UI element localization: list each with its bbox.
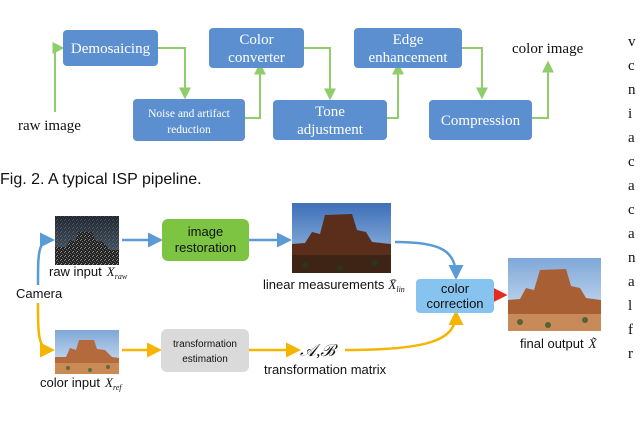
tone-adjustment-box bbox=[273, 100, 387, 140]
raw-input-image bbox=[55, 216, 119, 265]
arrow-linear-to-correction bbox=[394, 240, 464, 280]
arrow-noise-to-color bbox=[245, 62, 266, 119]
right-column-letter: r bbox=[628, 346, 633, 362]
edge-enhancement-box bbox=[354, 28, 462, 68]
right-column-letter: n bbox=[628, 250, 636, 266]
arrow-raw-to-demosaicing bbox=[52, 42, 65, 112]
image-restoration-label-2: restoration bbox=[175, 240, 236, 255]
arrow-camera-to-raw bbox=[36, 232, 55, 286]
arrow-camera-to-color bbox=[36, 302, 55, 358]
right-column-letter: f bbox=[628, 322, 633, 338]
noise-reduction-box bbox=[133, 99, 245, 141]
color-image-label: color image bbox=[512, 41, 584, 57]
color-converter-label-2: converter bbox=[228, 50, 285, 66]
compression-box bbox=[429, 100, 532, 140]
demosaicing-label: Demosaicing bbox=[71, 41, 151, 57]
arrow-demosaicing-to-noise bbox=[158, 47, 191, 100]
image-restoration-box bbox=[162, 219, 249, 261]
transformation-matrix-label: transformation matrix bbox=[264, 362, 387, 377]
final-output-image bbox=[508, 258, 601, 331]
compression-label: Compression bbox=[441, 113, 521, 129]
edge-enhancement-label-1: Edge bbox=[393, 32, 424, 48]
noise-reduction-label-1: Noise and artifact bbox=[148, 108, 231, 120]
arrow-color-to-tone bbox=[304, 47, 336, 101]
color-correction-box bbox=[416, 279, 494, 313]
edge-enhancement-label-2: enhancement bbox=[368, 50, 448, 66]
isp-pipeline: Demosaicing Color converter Edge enhance… bbox=[18, 28, 584, 141]
transformation-matrix-symbol: 𝒜,ℬ bbox=[300, 341, 338, 360]
demosaicing-box bbox=[63, 30, 158, 66]
camera-label: Camera bbox=[16, 286, 63, 301]
image-restoration-label-1: image bbox=[188, 224, 223, 239]
arrow-tone-to-edge bbox=[387, 62, 404, 119]
color-converter-label-1: Color bbox=[239, 32, 273, 48]
right-column-letter: c bbox=[628, 202, 635, 218]
right-column-letter: a bbox=[628, 178, 635, 194]
transformation-estimation-label-2: estimation bbox=[182, 354, 228, 365]
color-converter-box bbox=[209, 28, 304, 68]
transformation-estimation-label-1: transformation bbox=[173, 339, 237, 350]
noise-reduction-label-2: reduction bbox=[167, 124, 211, 136]
right-column-letter: c bbox=[628, 154, 635, 170]
right-column-letter: c bbox=[628, 58, 635, 74]
linear-measurements-image bbox=[292, 203, 391, 273]
figure-caption: Fig. 2. A typical ISP pipeline. bbox=[0, 171, 202, 188]
right-column-letter: a bbox=[628, 274, 635, 290]
arrow-compression-to-output bbox=[532, 60, 554, 119]
color-correction-label-1: color bbox=[441, 281, 470, 296]
arrow-edge-to-compression bbox=[462, 47, 488, 100]
right-column-letter: v bbox=[628, 34, 636, 50]
transformation-estimation-box bbox=[161, 329, 249, 372]
right-column-letter: a bbox=[628, 226, 635, 242]
right-column-letter: i bbox=[628, 106, 633, 122]
right-column-letter: n bbox=[628, 82, 636, 98]
raw-image-label: raw image bbox=[18, 118, 81, 134]
tone-adjustment-label-2: adjustment bbox=[297, 122, 364, 138]
right-column-text: v c n i a c a c a n a l f r bbox=[628, 0, 640, 366]
right-column-letter: l bbox=[628, 298, 633, 314]
color-correction-label-2: correction bbox=[426, 296, 483, 311]
arrow-matrix-to-correction bbox=[344, 310, 464, 352]
right-column-letter: a bbox=[628, 130, 635, 146]
color-input-image bbox=[55, 330, 119, 374]
tone-adjustment-label-1: Tone bbox=[315, 104, 345, 120]
